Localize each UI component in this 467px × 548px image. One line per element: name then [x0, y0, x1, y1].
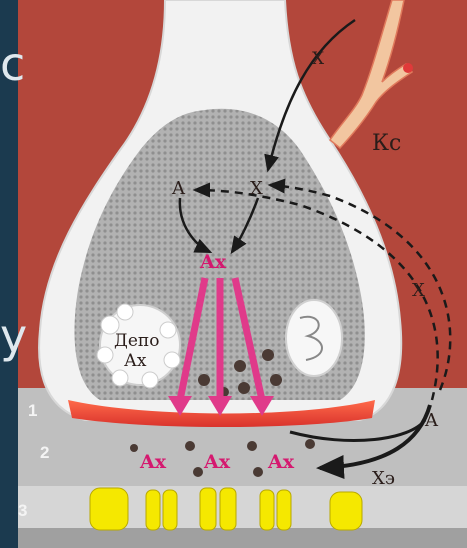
- label-ax-cleft-2: Ax: [203, 451, 231, 473]
- label-ax-main: Ax: [199, 251, 227, 273]
- layer-number-2: 2: [40, 443, 49, 462]
- label-ax-cleft-1: Ax: [139, 451, 167, 473]
- label-depot-2: Ах: [124, 351, 147, 371]
- label-ks: Кс: [372, 131, 401, 156]
- bg-glyph-2: у: [0, 309, 27, 363]
- label-x-upper: X: [250, 178, 263, 199]
- label-depot-1: Депо: [114, 331, 159, 351]
- layer-number-3: 3: [18, 501, 27, 520]
- label-xe: Хэ: [372, 468, 395, 489]
- label-ax-cleft-3: Ax: [267, 451, 295, 473]
- layer-number-1: 1: [28, 401, 37, 420]
- label-a-right: A: [424, 410, 439, 431]
- label-a-upper: A: [171, 178, 186, 199]
- postsynaptic-membrane: [18, 486, 467, 530]
- label-x-right: X: [412, 280, 425, 301]
- mitochondrion: [286, 300, 342, 376]
- label-x-top: X: [312, 49, 325, 69]
- bg-glyph-1: с: [0, 37, 25, 91]
